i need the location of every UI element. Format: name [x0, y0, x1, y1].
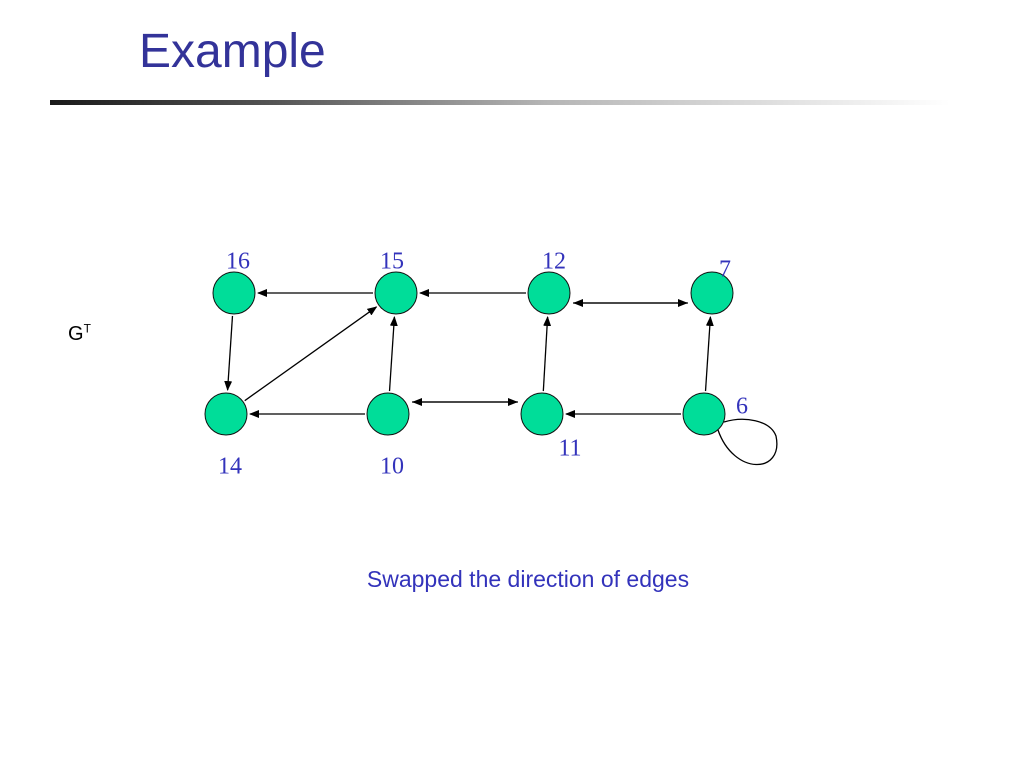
node-7 — [690, 271, 734, 315]
node-label-6: 6 — [736, 394, 748, 420]
edges-layer — [224, 289, 778, 466]
edge-16-to-14 — [224, 315, 234, 392]
node-16 — [212, 271, 256, 315]
node-12 — [527, 271, 571, 315]
node-label-11: 11 — [558, 436, 581, 462]
node-6 — [682, 392, 726, 436]
node-10 — [366, 392, 410, 436]
labels-layer: 16 15 12 7 14 10 11 6 — [218, 249, 748, 480]
graph-label-base: G — [68, 323, 84, 345]
node-label-15: 15 — [380, 249, 404, 275]
edge-11-to-12 — [542, 315, 552, 392]
node-15 — [374, 271, 418, 315]
slide-title: Example — [139, 25, 326, 78]
node-label-10: 10 — [380, 454, 404, 480]
node-label-7: 7 — [719, 257, 731, 283]
graph-label-superscript: T — [83, 321, 91, 336]
title-underline — [50, 100, 950, 105]
edge-14-to-15 — [244, 306, 378, 402]
node-label-14: 14 — [218, 454, 242, 480]
edge-10-to-15 — [388, 315, 398, 392]
graph-label: GT — [68, 322, 91, 346]
edge-6-to-6 — [717, 418, 778, 466]
caption-text: Swapped the direction of edges — [366, 566, 690, 592]
node-11 — [520, 392, 564, 436]
nodes-layer — [204, 271, 734, 436]
node-label-12: 12 — [542, 249, 566, 275]
node-label-16: 16 — [226, 249, 250, 275]
node-14 — [204, 392, 248, 436]
edge-6-to-7 — [704, 315, 714, 392]
